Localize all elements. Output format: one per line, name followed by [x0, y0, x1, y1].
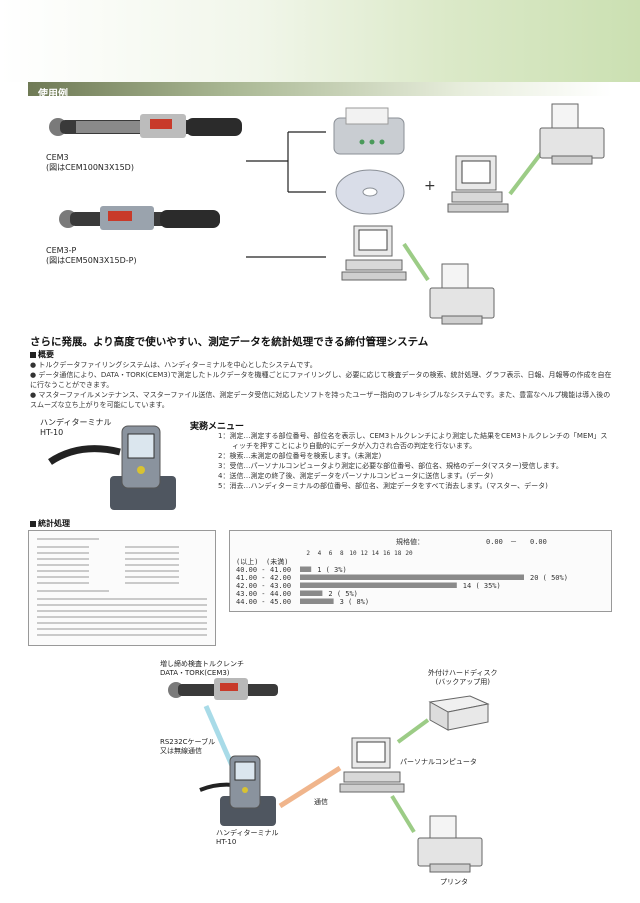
wrench-label: 増し締め検査トルクレンチ DATA・TORK(CEM3) [160, 660, 244, 677]
histogram-bar [300, 582, 457, 588]
torque-wrench-cem3-p [59, 206, 220, 230]
histogram-bar [300, 590, 323, 596]
external-hard-disk-icon [428, 695, 490, 731]
scale-tick-label: 16 [383, 550, 391, 557]
menu-item: 5：消去…ハンディターミナルの部位番号、部位名、測定データをすべて消去します。(… [218, 482, 548, 490]
bin-to: 45.00 [270, 598, 291, 606]
header-band [0, 0, 640, 82]
torque-wrench-cem3 [49, 114, 242, 138]
scale-tick-label: 8 [340, 550, 344, 557]
bin-to: 42.00 [270, 574, 291, 582]
usage-diagram: + [49, 103, 605, 325]
menu-item: 3：受信…パーソナルコンピュータより測定に必要な部位番号、部位名、規格のデータ(… [218, 462, 563, 470]
handy-terminal-icon [199, 755, 276, 826]
menu-item: ィッチを押すことにより自動的にデータが入力され合否の判定を行ないます。 [218, 442, 477, 450]
system-diagram [168, 678, 490, 873]
bar-value-label: 14 ( 35%) [463, 582, 501, 590]
product-caption-cem3: CEM3 (図はCEM100N3X15D) [46, 153, 134, 172]
scale-tick-label: 12 [361, 550, 369, 557]
scale-tick-label: 2 [306, 550, 310, 557]
pc-label: パーソナルコンピュータ [400, 758, 477, 766]
scale-tick-label: 4 [318, 550, 322, 557]
bin-from: 43.00 - [236, 590, 266, 598]
bin-to: 44.00 [270, 590, 291, 598]
row-header-high: (未満) [266, 557, 288, 566]
scale-tick-label: 20 [405, 550, 413, 557]
menu-item: 4：送信…測定の終了後、測定データをパーソナルコンピュータに送信します。(データ… [218, 472, 494, 480]
spec-sep: － [510, 538, 517, 546]
comm-label: 通信 [314, 798, 328, 806]
menu-list: 1：測定…測定する部位番号、部位名を表示し、CEM3トルクレンチにより測定した結… [218, 431, 618, 491]
scale-tick-label: 10 [349, 550, 357, 557]
handy-terminal-caption: ハンディターミナル HT-10 [216, 829, 279, 846]
handy-terminal-image [48, 425, 176, 510]
bar-value-label: 3 ( 8%) [340, 598, 370, 606]
printer-icon [417, 815, 483, 873]
statistics-printout-image [28, 530, 216, 646]
receipt-printer-icon [333, 107, 405, 155]
menu-heading: 実務メニュー [190, 422, 245, 432]
section-bar-usage: 使用例 [28, 82, 612, 100]
overview-bullet: ● トルクデータファイリングシステムは、ハンディターミナルを中心としたシステムで… [30, 361, 317, 369]
bin-from: 40.00 - [236, 566, 266, 574]
scale-tick-label: 18 [394, 550, 402, 557]
overview-list: ● トルクデータファイリングシステムは、ハンディターミナルを中心としたシステムで… [30, 360, 612, 410]
personal-computer-icon [339, 737, 405, 793]
section-title: 使用例 [38, 89, 68, 100]
menu-item: 1：測定…測定する部位番号、部位名を表示し、CEM3トルクレンチにより測定した結… [218, 432, 608, 440]
personal-computer-icon [341, 225, 407, 281]
bin-from: 41.00 - [236, 574, 266, 582]
product-caption-cem3-p: CEM3-P (図はCEM50N3X15D-P) [46, 246, 137, 265]
spec-max: 0.00 [530, 538, 547, 546]
bar-value-label: 1 ( 3%) [317, 566, 347, 574]
printer-icon [429, 263, 495, 325]
menu-item: 2：検索…未測定の部位番号を検索します。(未測定) [218, 452, 382, 460]
bin-to: 41.00 [270, 566, 291, 574]
row-header-low: (以上) [236, 557, 258, 566]
torque-wrench-icon [168, 678, 278, 700]
bin-to: 43.00 [270, 582, 291, 590]
overview-heading: 概要 [30, 349, 54, 360]
histogram-bar [300, 566, 312, 572]
bar-value-label: 2 ( 5%) [328, 590, 358, 598]
spec-label: 規格値： [396, 537, 424, 546]
bin-from: 44.00 - [236, 598, 266, 606]
software-cd-icon [335, 169, 405, 215]
overview-bullet: ● データ通信により、DATA・TORK(CEM3)で測定したトルクデータを機種… [30, 371, 612, 389]
scale-tick-label: 14 [372, 550, 380, 557]
histogram-bar [300, 574, 524, 580]
printout-texture [37, 538, 207, 636]
spec-min: 0.00 [486, 538, 503, 546]
handy-terminal-label: ハンディターミナル HT-10 [40, 418, 112, 437]
histogram-bar [300, 598, 334, 604]
headline: さらに発展。より高度で使いやすい、測定データを統計処理できる締付管理システム [30, 336, 429, 348]
bar-value-label: 20 ( 50%) [530, 574, 568, 582]
printer-label: プリンタ [440, 878, 468, 886]
hdd-label: 外付けハードディスク (バックアップ用) [428, 669, 498, 686]
printer-icon [539, 103, 605, 165]
stats-heading: 統計処理 [30, 518, 70, 529]
svg-text:+: + [424, 178, 436, 194]
bin-from: 42.00 - [236, 582, 266, 590]
personal-computer-icon [447, 155, 509, 213]
overview-bullet: ● マスターファイルメンテナンス、マスターファイル送信、測定データ受信に対応した… [30, 391, 611, 409]
cable-label: RS232Cケーブル 又は無線通信 [160, 738, 216, 755]
scale-tick-label: 6 [329, 550, 333, 557]
